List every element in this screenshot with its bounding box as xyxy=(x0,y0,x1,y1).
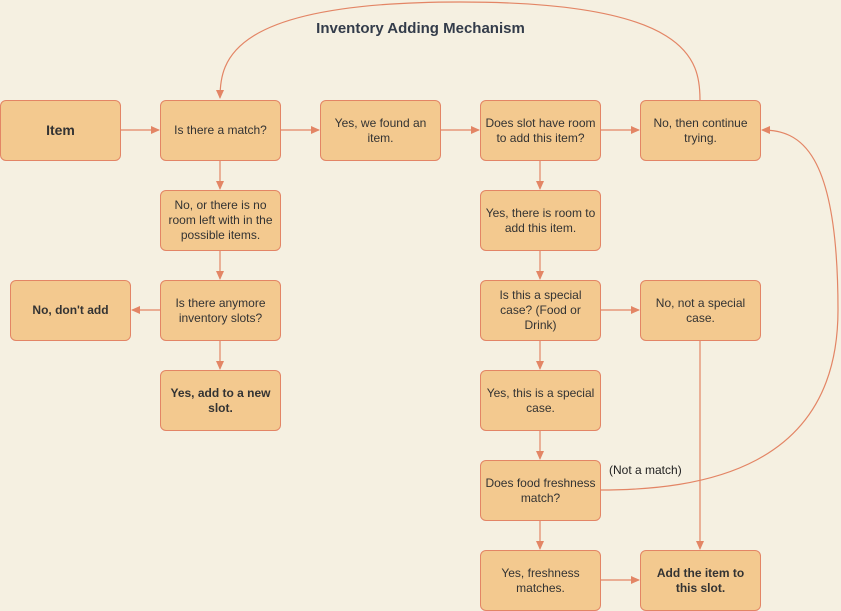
node-continue: No, then continue trying. xyxy=(640,100,761,161)
node-noroom: No, or there is no room left with in the… xyxy=(160,190,281,251)
diagram-title: Inventory Adding Mechanism xyxy=(316,20,525,37)
node-newslot: Yes, add to a new slot. xyxy=(160,370,281,431)
label-not-match: (Not a match) xyxy=(609,463,682,477)
node-notspecial: No, not a special case. xyxy=(640,280,761,341)
node-match: Is there a match? xyxy=(160,100,281,161)
node-room: Does slot have room to add this item? xyxy=(480,100,601,161)
node-found: Yes, we found an item. xyxy=(320,100,441,161)
node-dontadd: No, don't add xyxy=(10,280,131,341)
edge-continue-match xyxy=(216,1,701,101)
node-isspecial: Yes, this is a special case. xyxy=(480,370,601,431)
node-yesroom: Yes, there is room to add this item. xyxy=(480,190,601,251)
edge-fresh-continue xyxy=(599,126,839,491)
node-freshyes: Yes, freshness matches. xyxy=(480,550,601,611)
node-slots: Is there anymore inventory slots? xyxy=(160,280,281,341)
node-fresh: Does food freshness match? xyxy=(480,460,601,521)
node-special: Is this a special case? (Food or Drink) xyxy=(480,280,601,341)
node-item: Item xyxy=(0,100,121,161)
node-addslot: Add the item to this slot. xyxy=(640,550,761,611)
